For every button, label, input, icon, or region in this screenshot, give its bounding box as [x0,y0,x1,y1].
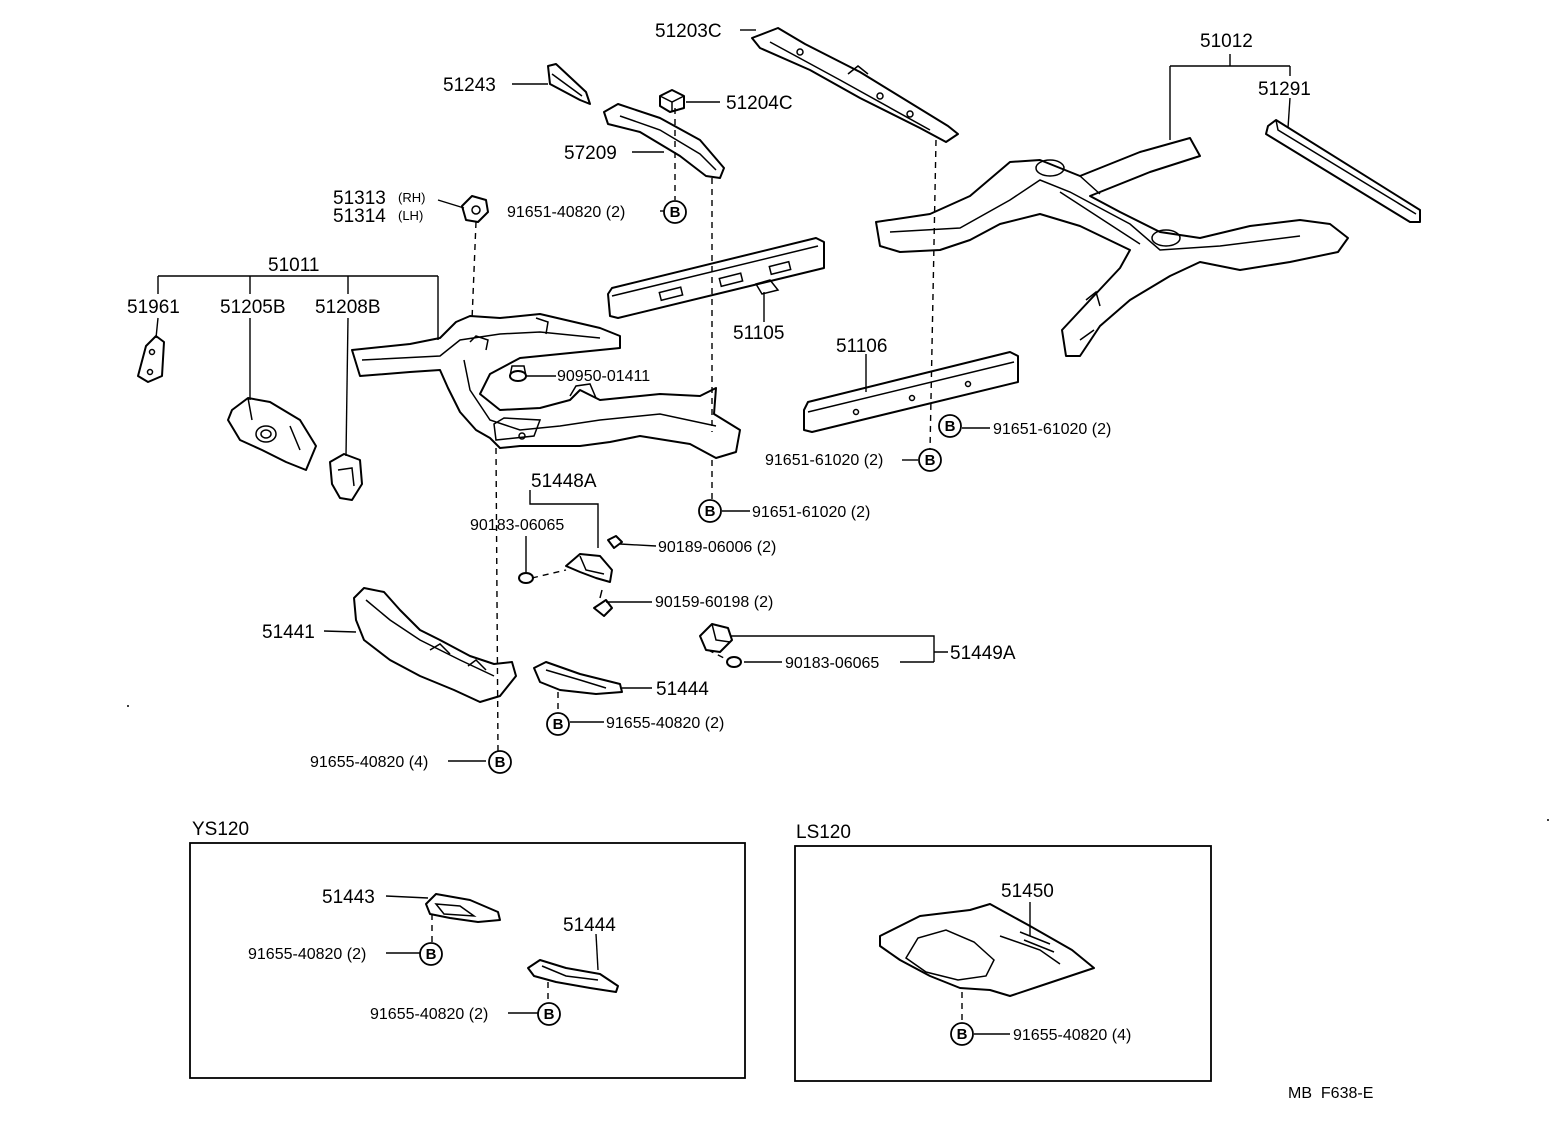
part-51205B-drawing [227,397,317,471]
part-57209-drawing [603,103,725,179]
b-marker-ls120: B [950,1022,974,1046]
b-marker-51203C: B [918,448,942,472]
leader-51448A-nut [531,569,567,579]
svg-text:B: B [945,418,956,435]
label-51106: 51106 [836,336,887,357]
part-51444-drawing [533,661,623,695]
b-marker-57209: B [663,200,687,224]
part-51203C-drawing [751,27,959,143]
label-90183-06065-a: 90183-06065 [470,517,564,534]
label-90950-01411: 90950-01411 [557,368,650,385]
inset-ys120-box [189,842,746,1079]
svg-text:B: B [553,716,564,733]
b-marker-51106: B [938,414,962,438]
part-90189-06006-drawing [607,535,623,549]
label-91651-61020-a: 91651-61020 (2) [993,421,1111,438]
part-51313-drawing [461,195,489,223]
scan-dot [1547,819,1549,821]
svg-text:B: B [544,1006,555,1023]
label-51314-side: (LH) [398,208,423,223]
label-51443: 51443 [322,887,375,908]
label-90183-06065-b: 90183-06065 [785,655,879,672]
label-51448A: 51448A [531,471,597,492]
scan-dot [127,705,129,707]
label-ys120-bolt-b: 91655-40820 (2) [370,1006,488,1023]
label-51208B: 51208B [315,297,381,318]
part-51011-drawing [351,313,741,459]
inset-ys120: YS120 B B 51443 51444 91655-40820 (2) 91… [189,819,746,1079]
label-51204C: 51204C [726,93,793,114]
label-51450: 51450 [1001,881,1054,902]
svg-text:B: B [670,204,681,221]
inset-ls120-box [794,845,1212,1082]
inset-ys120-title: YS120 [192,819,249,840]
label-51441: 51441 [262,622,315,643]
label-ys120-bolt-a: 91655-40820 (2) [248,946,366,963]
part-51450-drawing [879,903,1095,997]
svg-text:B: B [705,503,716,520]
label-51961: 51961 [127,297,180,318]
label-51203C: 51203C [655,21,722,42]
svg-text:B: B [957,1026,968,1043]
part-51961-drawing [137,335,165,383]
part-51106-drawing [803,351,1019,433]
inset-ls120-title: LS120 [796,822,851,843]
label-91651-61020-b: 91651-61020 (2) [765,452,883,469]
svg-text:B: B [426,946,437,963]
label-90189-06006: 90189-06006 (2) [658,539,776,556]
label-ls120-bolt: 91655-40820 (4) [1013,1027,1131,1044]
part-51243-drawing [547,63,591,105]
leader-51449A-nut [707,649,729,661]
part-90950-01411-drawing [509,365,527,382]
label-91651-61020-c: 91651-61020 (2) [752,504,870,521]
label-51105: 51105 [733,323,784,344]
b-marker-51441: B [488,750,512,774]
part-labels: 51203C 51012 51243 51204C 51291 57209 51… [127,21,1311,771]
part-51208B-drawing [329,453,363,501]
part-90183-06065-nut-b [726,656,742,668]
part-51441-drawing [353,587,517,703]
part-90159-60198-drawing [593,589,613,617]
b-markers: B B B B B B [488,200,962,774]
part-51291-drawing [1265,119,1421,223]
label-51205B: 51205B [220,297,286,318]
part-51444-inset-drawing [527,959,619,993]
diagram-code: MB F638-E [1288,1085,1373,1102]
label-51243: 51243 [443,75,496,96]
part-51448A-drawing [565,553,613,583]
inset-ls120: LS120 B 51450 91655-40820 (4) [794,822,1212,1082]
b-marker-51444: B [546,712,570,736]
part-51012-drawing [875,137,1349,357]
label-51291: 51291 [1258,79,1311,100]
part-51105-drawing [607,237,825,319]
part-51204C-drawing [659,89,685,113]
leaders [155,29,1291,762]
label-91655-40820-4: 91655-40820 (4) [310,754,428,771]
b-marker-51105: B [698,499,722,523]
svg-text:B: B [925,452,936,469]
b-marker-ys120-a: B [419,942,443,966]
label-51011: 51011 [268,255,319,276]
label-51314: 51314 [333,206,386,227]
label-51444-inset: 51444 [563,915,616,936]
label-51449A: 51449A [950,643,1016,664]
label-51444-main: 51444 [656,679,709,700]
part-90183-06065-nut-a [518,572,534,584]
part-51449A-drawing [699,623,733,653]
label-57209: 57209 [564,143,617,164]
alignment-lines [471,108,937,753]
label-51313: 51313 [333,188,386,209]
label-90159-60198: 90159-60198 (2) [655,594,773,611]
label-51012: 51012 [1200,31,1253,52]
label-51313-side: (RH) [398,190,425,205]
label-91655-40820-2: 91655-40820 (2) [606,715,724,732]
b-marker-ys120-b: B [537,1002,561,1026]
svg-text:B: B [495,754,506,771]
label-91651-40820: 91651-40820 (2) [507,204,625,221]
